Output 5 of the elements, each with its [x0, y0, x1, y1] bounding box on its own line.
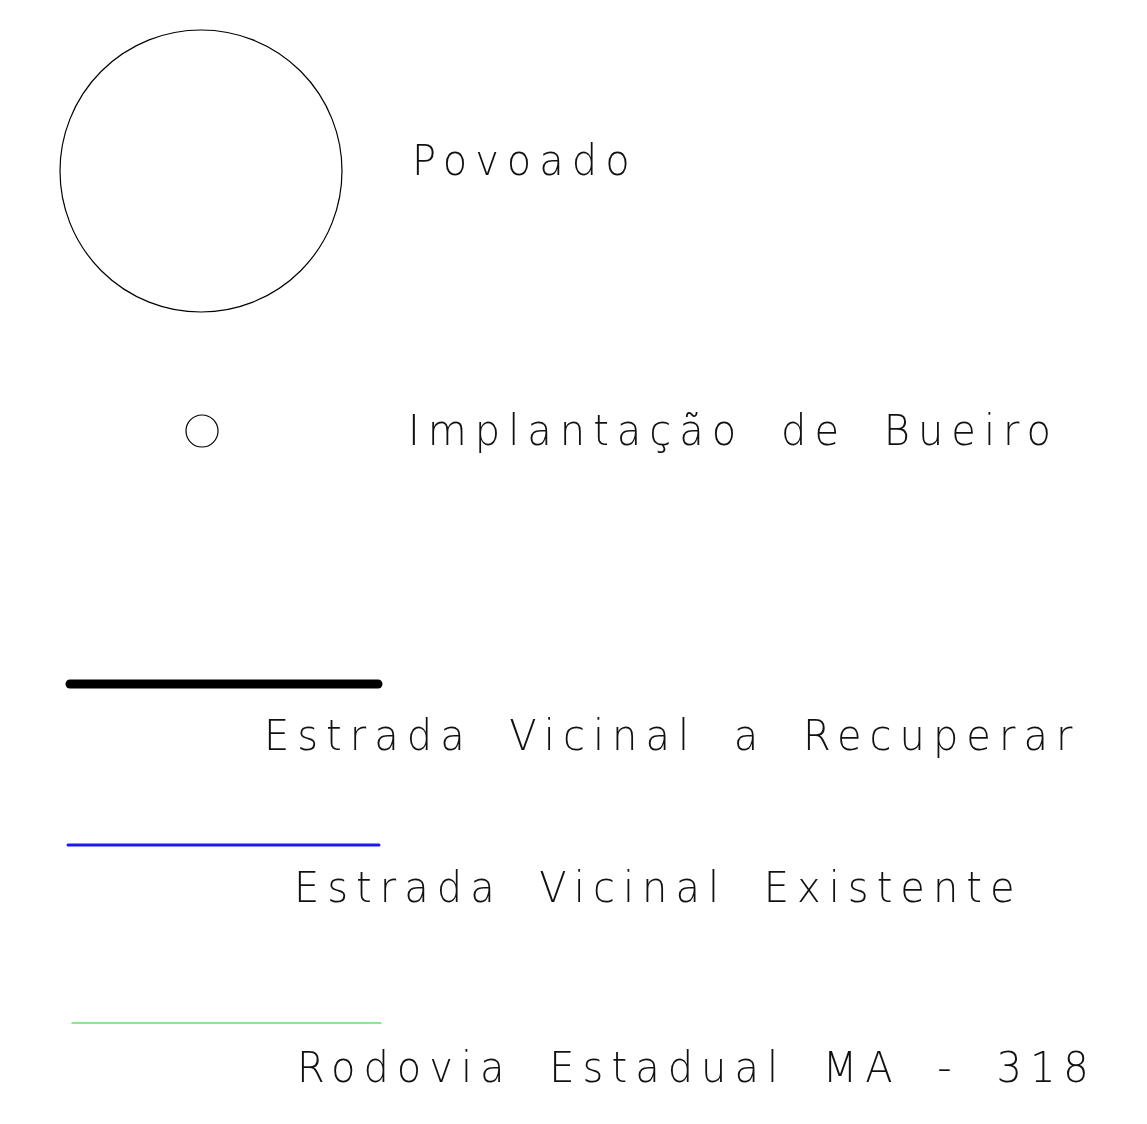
legend-label: Implantação de Bueiro	[408, 404, 1060, 457]
legend-label: Povoado	[412, 134, 638, 187]
legend-label: Estrada Vicinal a Recuperar	[264, 709, 1081, 762]
legend-label: Estrada Vicinal Existente	[294, 861, 1023, 914]
legend-label: Rodovia Estadual MA - 318	[297, 1041, 1097, 1094]
